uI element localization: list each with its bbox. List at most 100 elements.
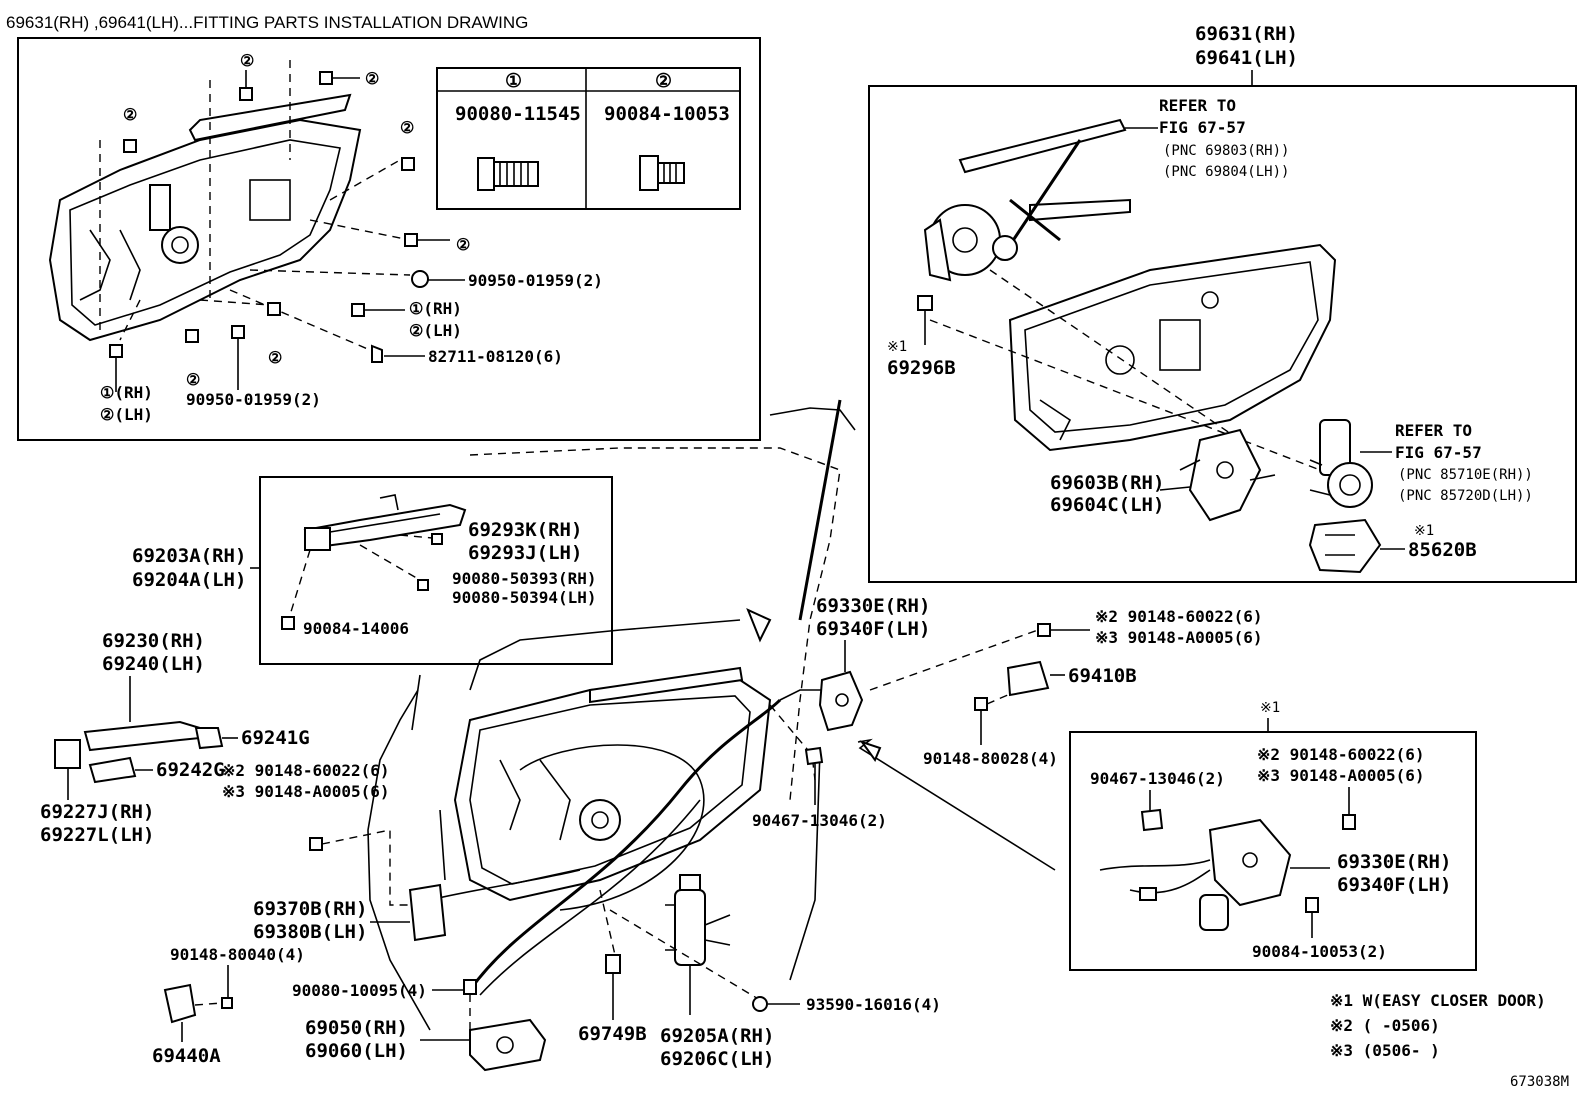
door-carrier-plate-drawing [1008,243,1337,452]
label-69340f-top: 69340F(LH) [816,618,930,640]
clip-90467-mid [804,746,824,766]
label-top-s3: ※3 90148-A0005(6) [1095,628,1263,647]
label-69242g: 69242G [156,759,225,781]
label-69330e-top: 69330E(RH) [816,595,930,617]
label-pnc-85720d: (PNC 85720D(LH)) [1398,488,1533,504]
label-rh-1: ①(RH) [409,299,462,318]
door-outline [367,399,856,1031]
label-69240: 69240(LH) [102,653,205,675]
label-69293j: 69293J(LH) [468,542,582,564]
label-90950-01959-bottom: 90950-01959(2) [186,390,321,409]
label-69410b: 69410B [1068,665,1137,687]
label-90467-mid: 90467-13046(2) [752,811,887,830]
callout-2-f: ② [268,348,282,367]
label-closer-s2: ※2 90148-60022(6) [1257,745,1425,764]
label-93590-16016: 93590-16016(4) [806,995,941,1014]
label-90148-80040: 90148-80040(4) [170,945,305,964]
label-90084-14006: 90084-14006 [303,619,409,638]
label-closer-69330e: 69330E(RH) [1337,851,1451,873]
bolt-top-s2 [1037,623,1051,637]
label-rh-1-bottom: ①(RH) [100,383,153,402]
label-lh-2-bottom: ②(LH) [100,405,153,424]
fitting-parts-frame [17,37,761,441]
callout-2-a: ② [240,51,254,70]
inner-door-panel-drawing [453,666,772,911]
table-header-1: ① [505,70,522,92]
closer-mark: ※1 [1260,700,1280,716]
easy-closer-frame [1069,731,1477,971]
label-69205a: 69205A(RH) [660,1025,774,1047]
note-2: ※2 ( -0506) [1330,1016,1440,1035]
label-85620b: 85620B [1408,539,1477,561]
closer-latch-drawing [1099,818,1292,931]
label-69293k: 69293K(RH) [468,519,582,541]
label-refer-to-2: REFER TO [1395,421,1472,440]
label-69206c: 69206C(LH) [660,1048,774,1070]
callout-2-b: ② [123,105,137,124]
label-69227l: 69227L(LH) [40,824,154,846]
fitting-bolts [109,71,429,363]
striker-69440a [163,983,197,1024]
label-fig-67-57-1: FIG 67-57 [1159,118,1246,137]
bolt-table: ① ② 90080-11545 90084-10053 [436,67,741,210]
handle-frame-drawing [281,494,467,630]
label-69227j: 69227J(RH) [40,801,154,823]
label-lh-2: ②(LH) [409,321,462,340]
callout-2-e: ② [456,235,470,254]
bolt-69296b [917,295,933,345]
bolt-93590 [752,996,768,1012]
closer-bolt-top [1342,814,1356,830]
note-3: ※3 (0506- ) [1330,1041,1440,1060]
label-69603b: 69603B(RH) [1050,472,1164,494]
label-mid-s2: ※2 90148-60022(6) [222,761,390,780]
label-82711-08120: 82711-08120(6) [428,347,563,366]
closer-clip-icon [1140,808,1164,832]
bolt-90148-80040 [221,997,233,1009]
callout-2-d: ② [400,118,414,137]
label-69050: 69050(RH) [305,1017,408,1039]
clip-69749b [605,954,621,974]
assembly-frame [868,85,1577,583]
bolt-90080-10095 [463,979,477,995]
callout-2-g: ② [186,370,200,389]
label-69641-lh: 69641(LH) [1195,47,1298,69]
lock-cylinder-69205a-drawing [665,874,731,966]
diagram-title: 69631(RH) ,69641(LH)...FITTING PARTS INS… [6,13,528,32]
window-motor-drawing [1309,419,1373,508]
fitting-callouts: ② ② ② ② ② ② ② 90950-01959(2) ①(RH) ②(LH)… [100,51,603,424]
bolt-90080-icon [477,157,539,191]
lock-69370b [408,883,447,942]
bolt-90084-icon [639,155,685,191]
outside-handle-drawing [54,720,224,784]
bolt-90148-80028 [974,697,988,711]
label-top-s2: ※2 90148-60022(6) [1095,607,1263,626]
label-refer-to-1: REFER TO [1159,96,1236,115]
label-69296b-mark: ※1 [887,339,907,355]
label-90080-50393: 90080-50393(RH) [452,569,597,588]
callout-2-c: ② [365,69,379,88]
latch-69330e-drawing [818,670,864,732]
table-part-2: 90084-10053 [604,103,730,125]
handle-frame [259,476,613,665]
label-69749b: 69749B [578,1023,647,1045]
bolt-mid-left [309,837,323,851]
label-pnc-85710e: (PNC 85710E(RH)) [1398,467,1533,483]
label-69204a: 69204A(LH) [132,569,246,591]
label-69631-rh: 69631(RH) [1195,23,1298,45]
label-fig-67-57-2: FIG 67-57 [1395,443,1482,462]
label-90080-10095: 90080-10095(4) [292,981,427,1000]
label-pnc-69803: (PNC 69803(RH)) [1163,143,1289,159]
window-regulator-drawing [923,118,1131,282]
label-69241g: 69241G [241,727,310,749]
note-1: ※1 W(EASY CLOSER DOOR) [1330,991,1546,1010]
closer-bolt-bottom [1305,897,1319,913]
label-closer-90084: 90084-10053(2) [1252,942,1387,961]
label-90080-50394: 90080-50394(LH) [452,588,597,607]
label-90148-80028: 90148-80028(4) [923,749,1058,768]
label-69203a: 69203A(RH) [132,545,246,567]
label-mid-s3: ※3 90148-A0005(6) [222,782,390,801]
label-69230: 69230(RH) [102,630,205,652]
label-69370b: 69370B(RH) [253,898,367,920]
